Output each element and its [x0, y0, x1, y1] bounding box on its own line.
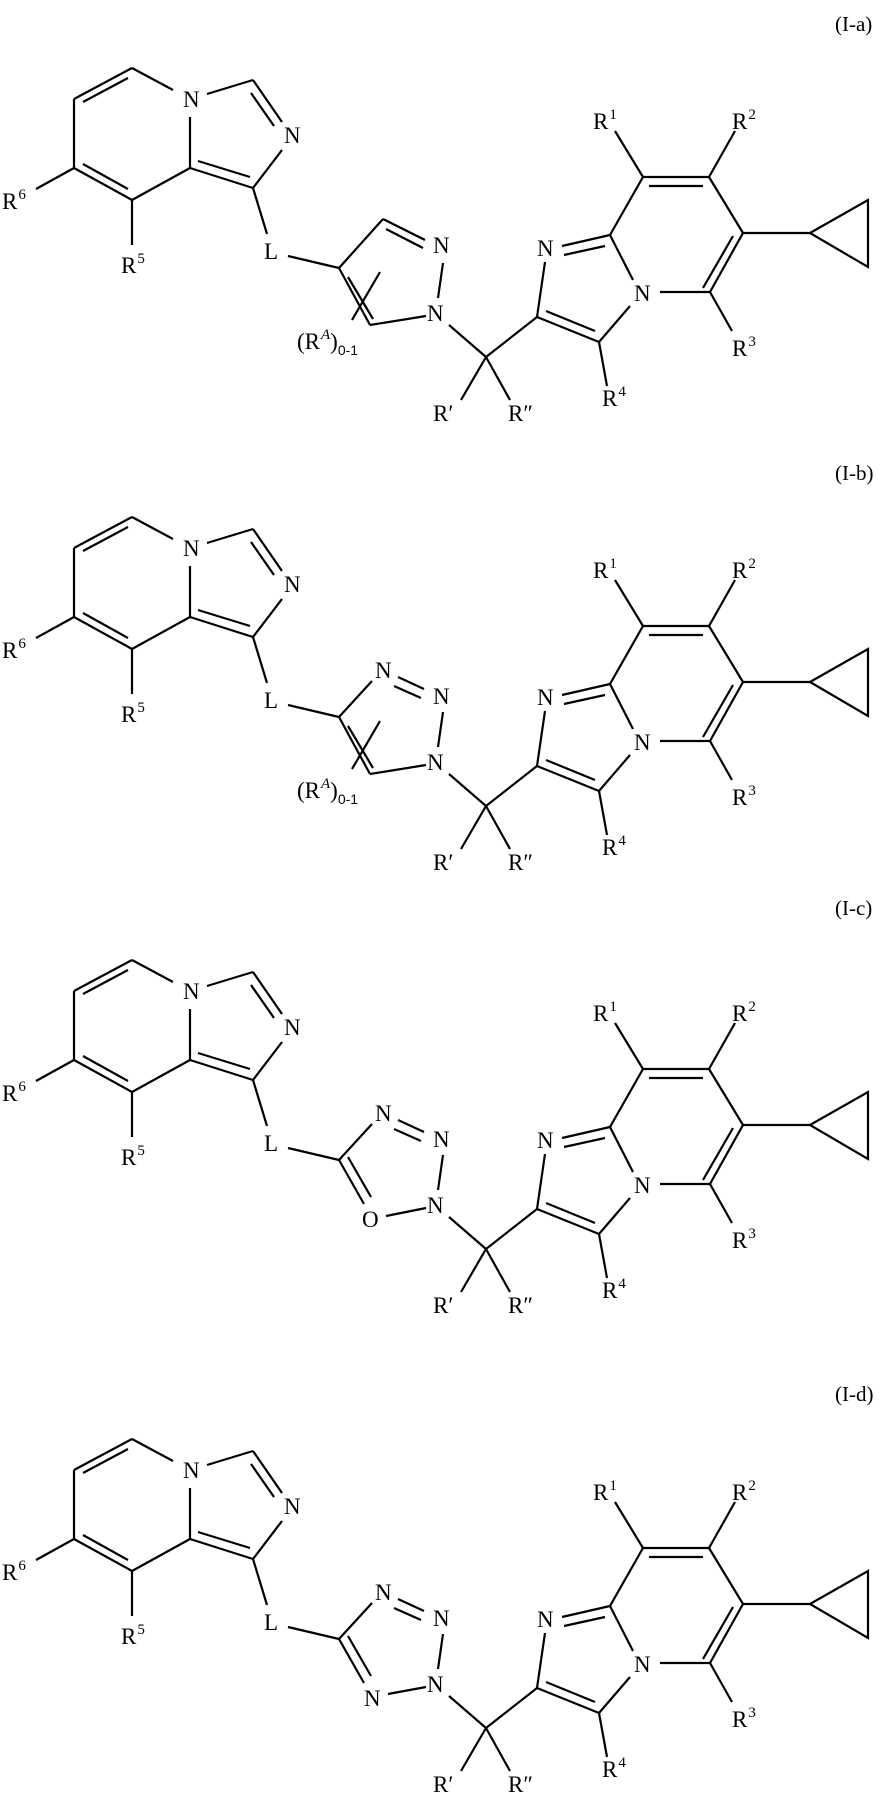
r-prime-label: R′ — [433, 1772, 454, 1797]
r-prime-label: R′ — [433, 1293, 454, 1318]
atom-n-ring-top: N — [375, 1580, 392, 1605]
atom-n-imidazole: N — [284, 572, 301, 597]
atom-n1-ring: N — [427, 1193, 444, 1218]
r2-label: R2 — [732, 1478, 756, 1505]
atom-n-imidazopyridine: N — [537, 236, 554, 261]
atom-n-ring-right: N — [433, 233, 450, 258]
formula-I-c: (I-c) — [34, 896, 872, 1294]
formula-label: (I-a) — [835, 12, 872, 36]
r3-label: R3 — [732, 783, 756, 810]
r-double-prime-label: R″ — [508, 850, 533, 875]
atom-n-bridge: N — [183, 1458, 200, 1483]
r4-label: R4 — [602, 1276, 626, 1303]
r-prime-label: R′ — [433, 401, 454, 426]
atom-n1-ring: N — [427, 301, 444, 326]
r1-label: R1 — [593, 556, 617, 583]
r-double-prime-label: R″ — [508, 1293, 533, 1318]
atom-n-imidazopyridine: N — [537, 1128, 554, 1153]
atom-o-ring: O — [362, 1207, 379, 1232]
atom-n-ring-top: N — [375, 1101, 392, 1126]
atom-n-ring-right: N — [433, 684, 450, 709]
atom-n-imidazole: N — [284, 1015, 301, 1040]
atom-n-imidazopyridine: N — [537, 685, 554, 710]
r6-label: R6 — [2, 1079, 26, 1106]
atom-n-bridgehead: N — [634, 1173, 651, 1198]
linker-L: L — [264, 1610, 279, 1635]
r2-label: R2 — [732, 556, 756, 583]
r5-label: R5 — [121, 700, 145, 727]
r4-label: R4 — [602, 384, 626, 411]
r2-label: R2 — [732, 107, 756, 134]
r6-label: R6 — [2, 636, 26, 663]
atom-n-bridge: N — [183, 979, 200, 1004]
formula-label: (I-d) — [835, 1382, 873, 1406]
r4-label: R4 — [602, 1755, 626, 1782]
linker-L: L — [264, 688, 279, 713]
atom-n-bridge: N — [183, 536, 200, 561]
r-double-prime-label: R″ — [508, 1772, 533, 1797]
atom-n-bridgehead: N — [634, 281, 651, 306]
r-prime-label: R′ — [433, 850, 454, 875]
ra-substituent-label: (RA)0-1 — [297, 776, 359, 807]
r5-label: R5 — [121, 1622, 145, 1649]
atom-n1-ring: N — [427, 1672, 444, 1697]
formula-I-a: (I-a) — [34, 12, 872, 402]
r-double-prime-label: R″ — [508, 401, 533, 426]
r4-label: R4 — [602, 833, 626, 860]
r2-label: R2 — [732, 999, 756, 1026]
atom-n-ring-right: N — [433, 1606, 450, 1631]
atom-n-bridgehead: N — [634, 730, 651, 755]
atom-n-imidazole: N — [284, 1494, 301, 1519]
linker-L: L — [264, 1131, 279, 1156]
r1-label: R1 — [593, 107, 617, 134]
linker-L: L — [264, 239, 279, 264]
atom-n-imidazole: N — [284, 123, 301, 148]
r6-label: R6 — [2, 1558, 26, 1585]
atom-n1-ring: N — [427, 750, 444, 775]
ra-substituent-label: (RA)0-1 — [297, 327, 359, 358]
r5-label: R5 — [121, 1143, 145, 1170]
r3-label: R3 — [732, 334, 756, 361]
r3-label: R3 — [732, 1705, 756, 1732]
r6-label: R6 — [2, 187, 26, 214]
atom-n-bridge: N — [183, 87, 200, 112]
formula-I-b: (I-b) — [34, 461, 873, 851]
formula-label: (I-c) — [835, 896, 872, 920]
atom-n-bridgehead: N — [634, 1652, 651, 1677]
atom-n-imidazopyridine: N — [537, 1607, 554, 1632]
r1-label: R1 — [593, 1478, 617, 1505]
r3-label: R3 — [732, 1226, 756, 1253]
r1-label: R1 — [593, 999, 617, 1026]
formula-I-d: (I-d) — [34, 1382, 873, 1773]
atom-n-ring-bottom-left: N — [364, 1686, 381, 1711]
atom-n-ring-right: N — [433, 1127, 450, 1152]
atom-n-ring-top: N — [375, 658, 392, 683]
r5-label: R5 — [121, 251, 145, 278]
formula-label: (I-b) — [835, 461, 873, 485]
